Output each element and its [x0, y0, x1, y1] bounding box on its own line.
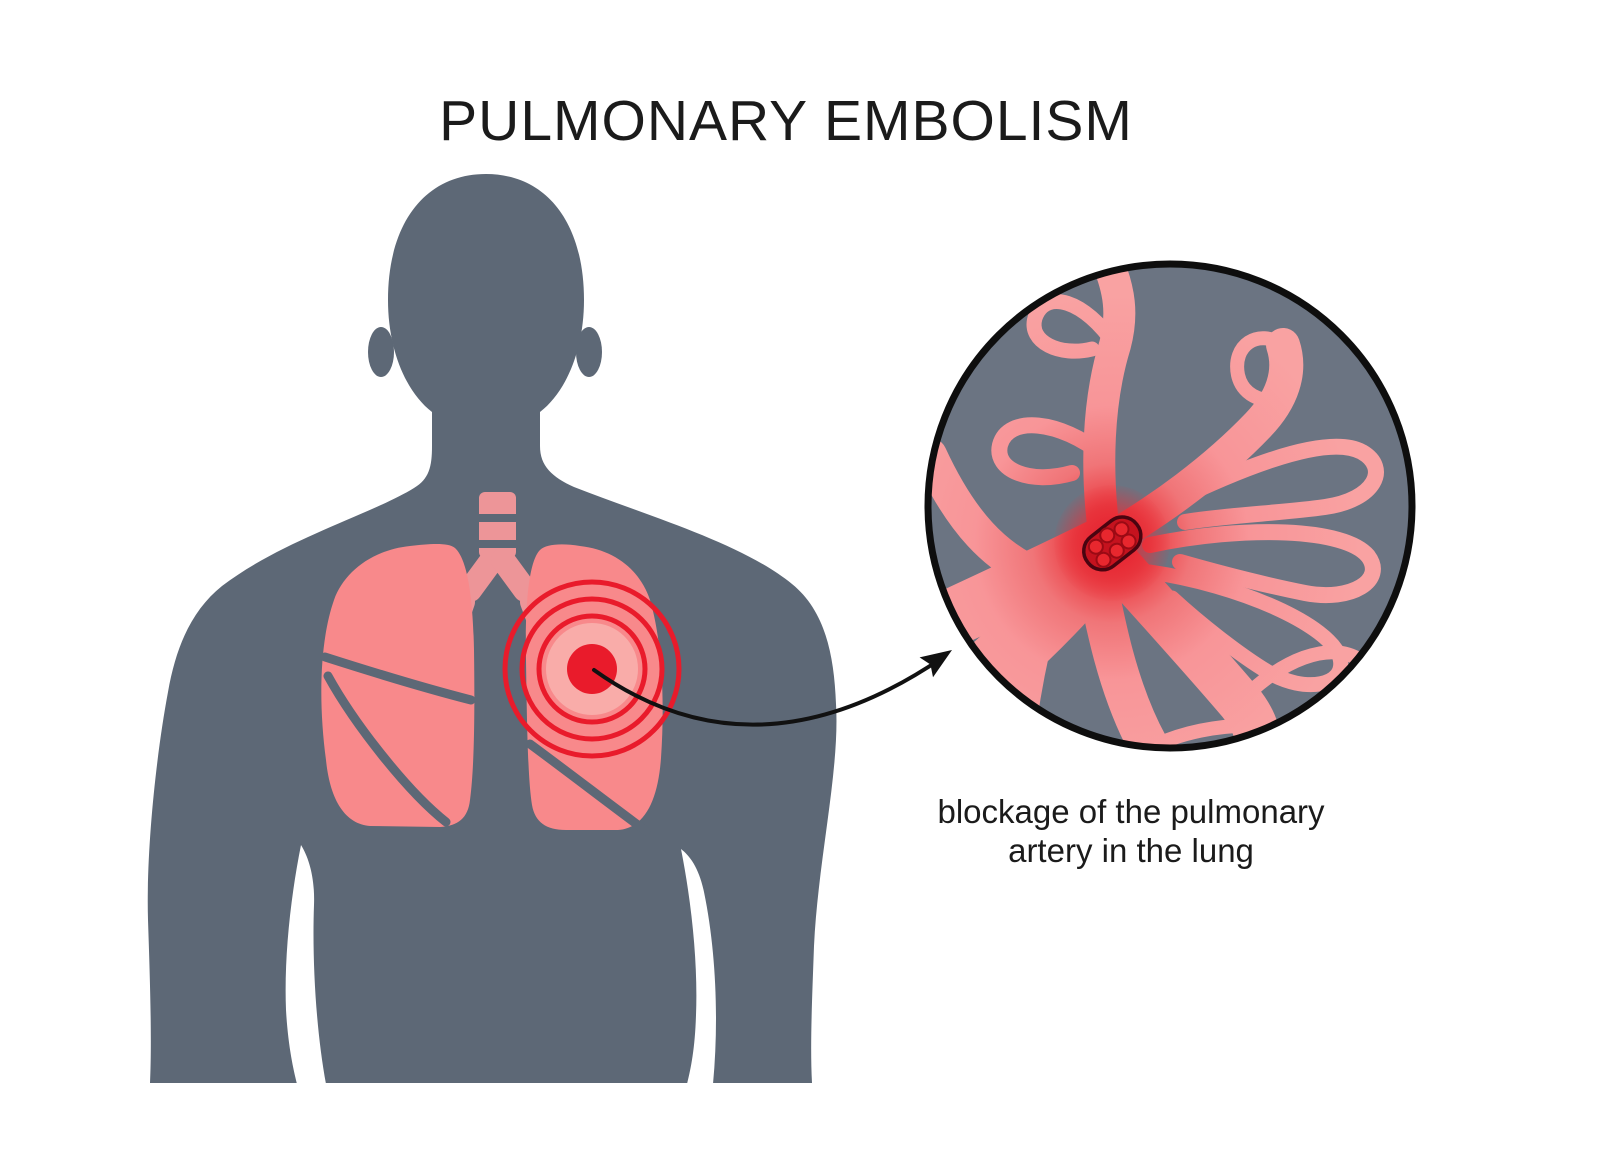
- pain-ring-inner: [536, 613, 648, 725]
- right-main-bronchus: [491, 548, 537, 602]
- artery-loop-bottomright-1: [1233, 645, 1367, 709]
- artery-fan-petal-1: [1137, 438, 1384, 530]
- left-arm-gap: [285, 845, 326, 1084]
- left-ear: [368, 327, 394, 377]
- artery-branch-down: [1072, 536, 1178, 745]
- leader-arrow-tail: [592, 656, 944, 727]
- magnifier-circle: [924, 260, 1416, 752]
- magnifier-border: [924, 260, 1416, 752]
- artery-fan-petal-3: [1142, 564, 1349, 693]
- clot-cell: [1087, 538, 1104, 555]
- artery-petal-topleft-edge: [955, 267, 1047, 317]
- right-lung-horizontal-fissure: [320, 652, 476, 705]
- artery-fan-petal-2: [1142, 524, 1381, 604]
- page-title: PULMONARY EMBOLISM: [439, 89, 1133, 153]
- blood-clot-icon: [1082, 515, 1143, 572]
- clot-cell: [1099, 527, 1116, 544]
- left-main-bronchus: [458, 548, 504, 602]
- right-arm-gap: [681, 849, 716, 1084]
- caption: blockage of the pulmonary artery in the …: [937, 792, 1324, 870]
- body-shape: [147, 174, 837, 1083]
- pain-target-icon: [502, 579, 682, 759]
- trachea-column: [479, 492, 516, 558]
- artery-petal-upleft: [991, 417, 1111, 486]
- caption-line-2: artery in the lung: [1008, 832, 1254, 869]
- leader-arrowhead-icon: [919, 650, 952, 678]
- clot-cell: [1120, 533, 1137, 550]
- artery-petal-upright-return: [1230, 331, 1295, 408]
- leader-arrow: [592, 650, 952, 727]
- artery-left-prong: [931, 438, 1062, 595]
- clot-cell: [1095, 551, 1112, 568]
- trachea-ring-gap-2: [474, 540, 521, 548]
- right-lung-oblique-fissure: [323, 671, 451, 827]
- left-lung-oblique-fissure: [525, 739, 651, 836]
- trachea-ring-gap-1: [474, 514, 521, 522]
- pain-ring-outer: [502, 579, 682, 759]
- caption-line-1: blockage of the pulmonary: [937, 793, 1325, 830]
- artery-petal-top: [1026, 294, 1123, 359]
- pain-ring-middle: [519, 596, 665, 742]
- body-silhouette: [147, 174, 837, 1084]
- pain-center-dot: [567, 644, 617, 694]
- right-ear: [576, 327, 602, 377]
- right-lung-shape: [321, 544, 475, 827]
